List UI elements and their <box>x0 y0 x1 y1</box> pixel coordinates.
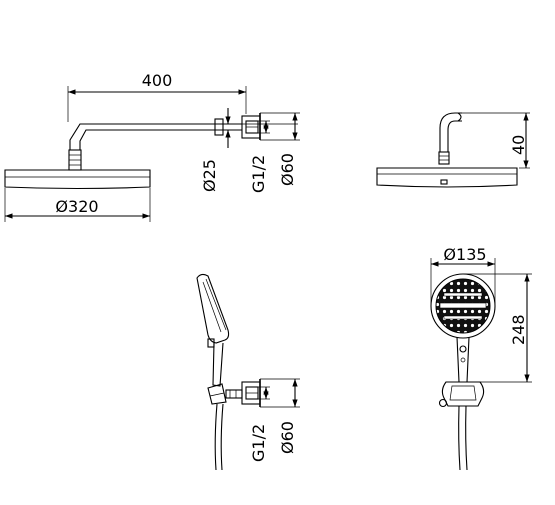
overhead-shower-front-view: 400 Ø320 Ø25 G1/2 Ø60 <box>4 71 300 222</box>
dim-thread: G1/2 <box>249 155 268 193</box>
dim-flange-diameter: Ø60 <box>278 153 297 186</box>
hand-shower-front-view: Ø135 248 <box>430 245 532 471</box>
dim-drop: 40 <box>509 135 528 155</box>
dim-hand-length: 248 <box>509 314 528 345</box>
dim-head-diameter: Ø320 <box>55 197 98 216</box>
dim-hand-diameter: Ø135 <box>443 245 486 264</box>
dim-thread-lower: G1/2 <box>249 424 268 462</box>
dim-arm-diameter: Ø25 <box>200 159 219 192</box>
dim-flange-diameter-lower: Ø60 <box>278 421 297 454</box>
hand-shower-side-view: G1/2 Ø60 <box>196 273 300 471</box>
overhead-shower-side-view: 40 <box>376 112 530 188</box>
dim-arm-length: 400 <box>142 71 173 90</box>
